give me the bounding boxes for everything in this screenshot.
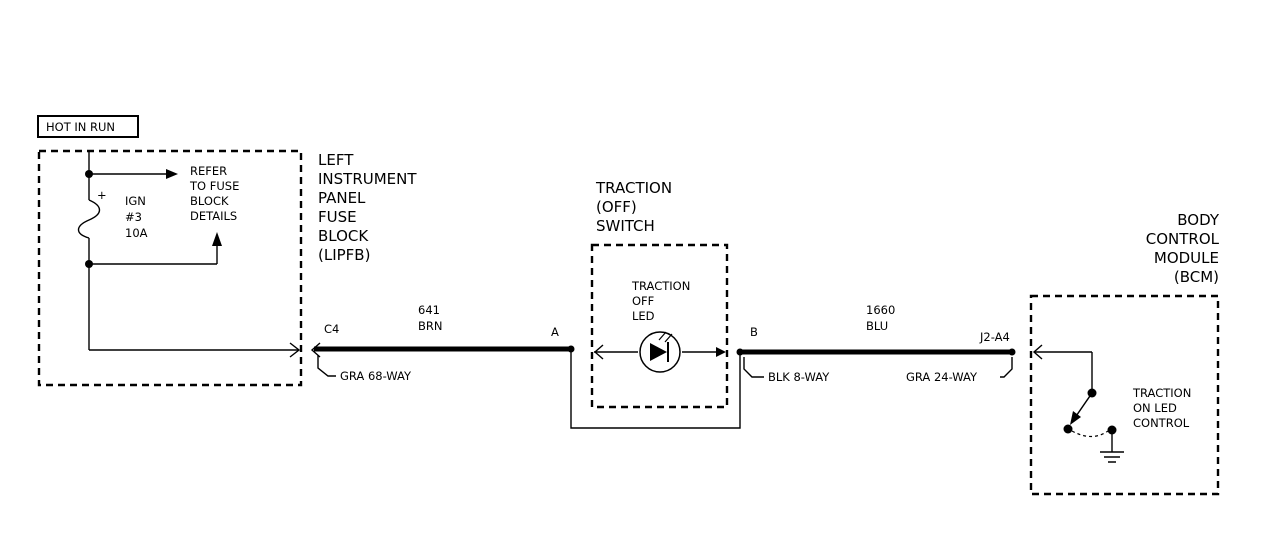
svg-text:TRACTION: TRACTION bbox=[631, 279, 690, 293]
wire-1660-left-pin: B bbox=[750, 325, 758, 339]
svg-text:MODULE: MODULE bbox=[1154, 249, 1219, 267]
svg-text:INSTRUMENT: INSTRUMENT bbox=[318, 170, 417, 188]
wire-1660-right-pin: J2-A4 bbox=[979, 330, 1010, 344]
refer-line-1: REFER bbox=[190, 164, 227, 178]
svg-text:(BCM): (BCM) bbox=[1174, 268, 1219, 286]
svg-text:TRACTION: TRACTION bbox=[595, 179, 672, 197]
refer-arrow-up-icon bbox=[212, 232, 222, 246]
svg-text:LED: LED bbox=[632, 309, 655, 323]
wire-1660-circuit: 1660 bbox=[866, 303, 895, 317]
wire-641-connector: GRA 68-WAY bbox=[340, 369, 412, 383]
svg-text:ON LED: ON LED bbox=[1133, 401, 1177, 415]
wire-641-color: BRN bbox=[418, 319, 442, 333]
wire-1660: B 1660 BLU J2-A4 BLK 8-WAY GRA 24-WAY bbox=[736, 303, 1016, 384]
svg-text:CONTROL: CONTROL bbox=[1133, 416, 1190, 430]
fuse-block-outline bbox=[37, 149, 303, 387]
led-icon bbox=[639, 331, 681, 373]
refer-line-3: BLOCK bbox=[190, 194, 229, 208]
bcm-title: BODY CONTROL MODULE (BCM) bbox=[1146, 211, 1220, 286]
fuse-icon bbox=[77, 199, 101, 239]
refer-line-2: TO FUSE bbox=[189, 179, 239, 193]
switch-connector-bracket bbox=[570, 352, 741, 429]
refer-arrow-icon bbox=[166, 169, 178, 179]
svg-text:FUSE: FUSE bbox=[318, 208, 357, 226]
wire-641-left-pin: C4 bbox=[324, 322, 339, 336]
wire-641-right-pin: A bbox=[551, 325, 559, 339]
hot-in-run-label: HOT IN RUN bbox=[37, 115, 139, 138]
svg-text:SWITCH: SWITCH bbox=[596, 217, 655, 235]
traction-switch: TRACTION OFF LED bbox=[570, 243, 741, 429]
svg-text:TRACTION: TRACTION bbox=[1132, 386, 1191, 400]
fuse-block-title: LEFT INSTRUMENT PANEL FUSE BLOCK (LIPFB) bbox=[318, 151, 417, 264]
svg-text:BODY: BODY bbox=[1177, 211, 1220, 229]
ground-icon bbox=[1100, 451, 1124, 463]
wire-641-circuit: 641 bbox=[418, 303, 440, 317]
wire-641: C4 641 BRN A GRA 68-WAY bbox=[310, 303, 575, 383]
svg-text:BLOCK: BLOCK bbox=[318, 227, 369, 245]
fuse-name-line-2: #3 bbox=[125, 210, 142, 224]
refer-line-4: DETAILS bbox=[190, 209, 237, 223]
wire-1660-right-connector: GRA 24-WAY bbox=[906, 370, 978, 384]
fuse-name-line-1: IGN bbox=[125, 194, 146, 208]
c4-terminal-icon bbox=[289, 342, 301, 358]
fuse-block: + IGN #3 10A REFER TO FUSE BLOCK DETAILS bbox=[37, 149, 303, 387]
bcm-module: TRACTION ON LED CONTROL bbox=[1029, 294, 1220, 496]
svg-text:CONTROL: CONTROL bbox=[1146, 230, 1220, 248]
hot-in-run-text: HOT IN RUN bbox=[46, 120, 115, 134]
svg-text:LEFT: LEFT bbox=[318, 151, 354, 169]
transistor-switch-icon bbox=[1063, 392, 1117, 438]
svg-text:OFF: OFF bbox=[632, 294, 654, 308]
svg-text:PANEL: PANEL bbox=[318, 189, 366, 207]
c4-connector-icon bbox=[310, 342, 321, 358]
wire-1660-color: BLU bbox=[866, 319, 888, 333]
wire-1660-left-connector: BLK 8-WAY bbox=[768, 370, 830, 384]
traction-switch-outline bbox=[590, 243, 729, 409]
svg-text:(OFF): (OFF) bbox=[596, 198, 637, 216]
svg-text:(LIPFB): (LIPFB) bbox=[318, 246, 370, 264]
traction-switch-title: TRACTION (OFF) SWITCH bbox=[595, 179, 672, 235]
fuse-name-line-3: 10A bbox=[125, 226, 148, 240]
fuse-plus-sign: + bbox=[97, 188, 107, 202]
